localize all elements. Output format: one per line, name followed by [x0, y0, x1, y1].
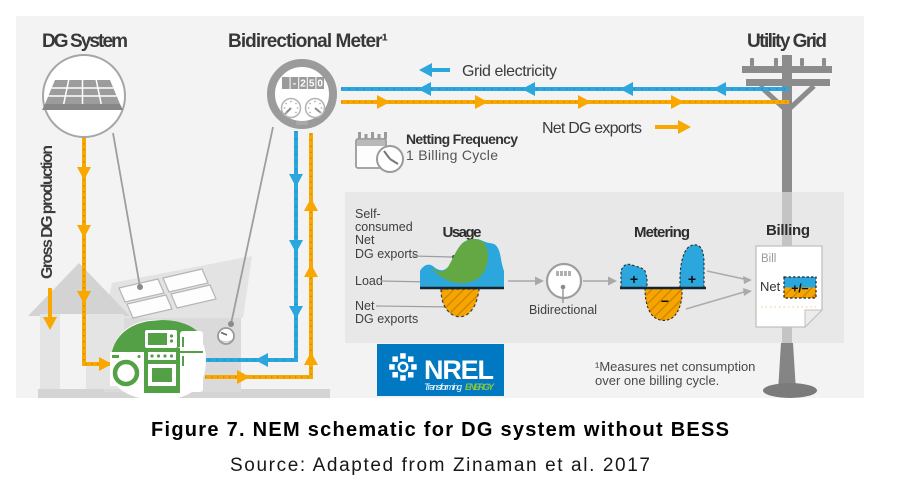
calendar-clock-icon: [355, 132, 404, 173]
usage-legend-labels: Self- consumed Net DG exports Load Net D…: [355, 207, 459, 326]
self-consumed-label: DG exports: [355, 247, 418, 261]
refrigerator-icon: [180, 331, 203, 392]
washing-machine-icon: [110, 352, 144, 387]
net-swatch: +/−: [783, 276, 817, 299]
nrel-logo: NREL Transforming ENERGY: [377, 344, 504, 396]
meter-digit: 5: [309, 79, 315, 90]
utility-grid-heading: Utility Grid: [747, 31, 827, 52]
netting-frequency-value: 1 Billing Cycle: [406, 147, 498, 163]
pole-crossarm-top: [742, 66, 832, 73]
nrel-tagline-energy: ENERGY: [465, 382, 495, 392]
metering-import-area-right: [679, 244, 705, 289]
meter-digit: 2: [300, 79, 306, 90]
usage-heading: Usage: [443, 224, 482, 241]
yellow-arrowheads: [43, 95, 691, 384]
house-gable-door: [60, 314, 86, 389]
bidirectional-label: Bidirectional: [529, 303, 597, 317]
self-consumed-label: Net: [355, 233, 375, 247]
microwave-icon: [145, 330, 177, 348]
netting-frequency-title: Netting Frequency: [406, 131, 518, 147]
net-label: Net: [760, 279, 781, 294]
flow-arrowhead: [535, 276, 544, 286]
stove-icon: [144, 348, 180, 393]
grid-electricity-label: Grid electricity: [462, 63, 557, 80]
net-swatch-sign: +/−: [791, 282, 808, 296]
nrel-tagline: Transforming: [424, 382, 462, 392]
billing-heading: Billing: [766, 222, 810, 239]
nrel-sun-icon: [389, 353, 417, 381]
dg-system-icon: [42, 54, 126, 138]
rooftop-connector-dot: [137, 284, 143, 290]
house-meter-connector-dot: [228, 321, 234, 327]
metering-heading: Metering: [634, 224, 690, 241]
house-gable-roof: [28, 263, 130, 316]
metering-plus-sign: +: [688, 271, 696, 287]
solar-panel-icon: [42, 79, 123, 110]
meter-display: - 2 5 0: [282, 77, 324, 90]
flow-arrowhead: [743, 276, 752, 284]
figure-source: Source: Adapted from Zinaman et al. 2017: [230, 455, 650, 476]
meter-dials: [280, 97, 326, 119]
net-dg-exports-label: DG exports: [355, 312, 418, 326]
nrel-logo-box: [377, 344, 504, 396]
meter-digit: 0: [317, 79, 323, 90]
callout-connectors: [112, 126, 274, 325]
metering-chart: Metering + − +: [620, 224, 706, 321]
bidirectional-meter-small-icon: [545, 262, 583, 303]
pole-base-mound: [763, 383, 817, 398]
netting-frequency: Netting Frequency 1 Billing Cycle: [355, 131, 518, 173]
grid-electricity-flow-lines: [205, 63, 789, 367]
footnote: ¹Measures net consumption over one billi…: [595, 359, 755, 388]
billing-document: Billing Bill Net +/−: [755, 222, 824, 329]
net-dg-exports-label: Net: [355, 299, 375, 313]
bidirectional-meter-heading: Bidirectional Meter¹: [228, 31, 388, 52]
metering-plus-sign: +: [630, 271, 638, 287]
bill-label: Bill: [761, 253, 776, 265]
usage-net-exports-area: [440, 288, 480, 318]
dg-system-heading: DG System: [42, 31, 128, 52]
net-dg-exports-label: Net DG exports: [542, 120, 642, 137]
meter-digit: -: [293, 79, 296, 90]
footnote-line: over one billing cycle.: [595, 373, 719, 388]
metering-minus-sign: −: [661, 293, 669, 309]
usage-chart: Usage: [420, 224, 504, 318]
gross-dg-production-label: Gross DG production: [39, 145, 56, 279]
self-consumed-label: consumed: [355, 220, 413, 234]
self-consumed-label: Self-: [355, 207, 381, 221]
pole-insulators: [750, 58, 826, 66]
flow-arrowhead: [608, 276, 617, 286]
house-meter-icon: [217, 327, 235, 345]
metering-import-area-left: [620, 263, 648, 289]
billing-arrows: [685, 270, 745, 310]
pole-crossarm-bottom: [746, 79, 830, 86]
home-appliances: [110, 319, 206, 400]
blue-arrowheads: [255, 63, 726, 367]
flow-arrowhead: [743, 288, 752, 296]
load-label: Load: [355, 274, 383, 288]
metering-export-area: [644, 287, 683, 321]
bidirectional-meter-icon: - 2 5 0: [267, 59, 337, 129]
figure-caption: Figure 7. NEM schematic for DG system wi…: [151, 419, 729, 441]
dg-export-flow-lines: [43, 95, 789, 384]
usage-self-consumed-area: [433, 238, 488, 284]
rooftop-solar-panels-icon: [118, 268, 217, 319]
nrel-wordmark: NREL: [424, 355, 494, 385]
footnote-line: ¹Measures net consumption: [595, 359, 755, 374]
dial-ticks: [283, 100, 323, 114]
bill-paper-fold: [804, 309, 824, 329]
